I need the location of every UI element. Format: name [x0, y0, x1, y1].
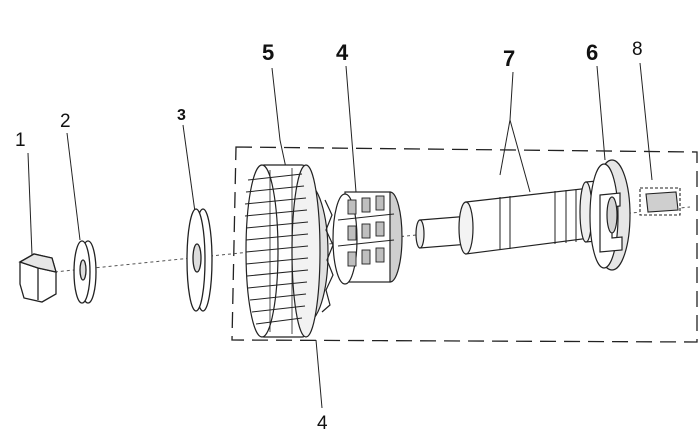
- flange-collar: [589, 159, 631, 271]
- large-washer: [186, 208, 213, 312]
- callout-1: 1: [15, 130, 26, 151]
- callout-5: 5: [262, 40, 275, 65]
- needle-bearing: [332, 191, 403, 285]
- shaft: [415, 179, 609, 255]
- hex-nut: [18, 253, 57, 303]
- small-washer: [73, 240, 97, 304]
- callout-6: 6: [586, 40, 599, 65]
- callout-3: 3: [177, 107, 186, 124]
- assembly-boundary: [231, 146, 698, 343]
- callout-4-bearing: 4: [336, 40, 349, 65]
- key: [639, 187, 681, 216]
- leader-lines: [27, 62, 653, 409]
- callout-8: 8: [632, 39, 643, 60]
- callout-7: 7: [503, 46, 516, 71]
- gear: [244, 164, 334, 338]
- callout-4-gear: 4: [317, 413, 328, 434]
- callout-2: 2: [60, 111, 71, 132]
